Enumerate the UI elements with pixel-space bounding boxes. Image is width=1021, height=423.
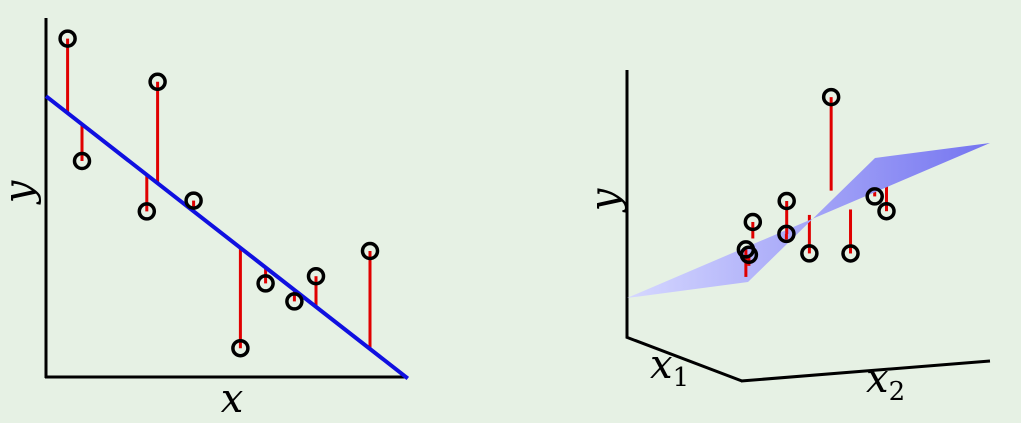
multiple-regression-panel: y x1 x2 bbox=[582, 70, 991, 407]
right-data-point-2 bbox=[821, 87, 841, 107]
right-data-point-7 bbox=[777, 224, 796, 244]
left-data-point-9 bbox=[306, 266, 326, 286]
left-data-point-10 bbox=[360, 241, 380, 261]
left-data-points bbox=[58, 29, 380, 358]
right-data-point-1 bbox=[865, 187, 884, 206]
left-data-point-6 bbox=[231, 338, 250, 358]
x2-axis-label-subscript: 2 bbox=[889, 377, 906, 407]
simple-regression-panel: x y bbox=[0, 18, 410, 422]
right-data-point-9 bbox=[841, 244, 860, 263]
left-residual-lines bbox=[66, 38, 372, 349]
x1-axis-label: x1 bbox=[650, 342, 689, 393]
right-data-point-4 bbox=[877, 201, 896, 221]
right-data-point-10 bbox=[736, 240, 756, 259]
right-data-points bbox=[736, 87, 896, 265]
right-data-point-3 bbox=[743, 212, 763, 232]
left-data-point-5 bbox=[184, 191, 203, 210]
x1-axis-label-subscript: 1 bbox=[673, 363, 690, 393]
left-data-point-2 bbox=[72, 151, 92, 171]
right-x2-axis bbox=[740, 359, 991, 383]
x2-axis-label-main: x bbox=[866, 356, 889, 402]
left-data-point-4 bbox=[148, 72, 167, 92]
right-x1-axis bbox=[625, 335, 743, 383]
right-data-point-6 bbox=[777, 191, 796, 211]
left-data-point-3 bbox=[137, 202, 157, 221]
right-y-axis-label: y bbox=[582, 187, 628, 213]
x1-axis-label-main: x bbox=[650, 342, 673, 388]
left-x-axis-label: x bbox=[221, 376, 244, 419]
left-y-axis-label: y bbox=[0, 179, 42, 205]
left-data-point-7 bbox=[256, 274, 275, 293]
left-data-point-1 bbox=[58, 29, 77, 48]
regression-line bbox=[44, 94, 410, 380]
regression-plane bbox=[627, 143, 990, 298]
left-data-point-8 bbox=[285, 292, 304, 311]
x2-axis-label: x2 bbox=[866, 356, 905, 407]
right-data-point-5 bbox=[800, 244, 819, 263]
